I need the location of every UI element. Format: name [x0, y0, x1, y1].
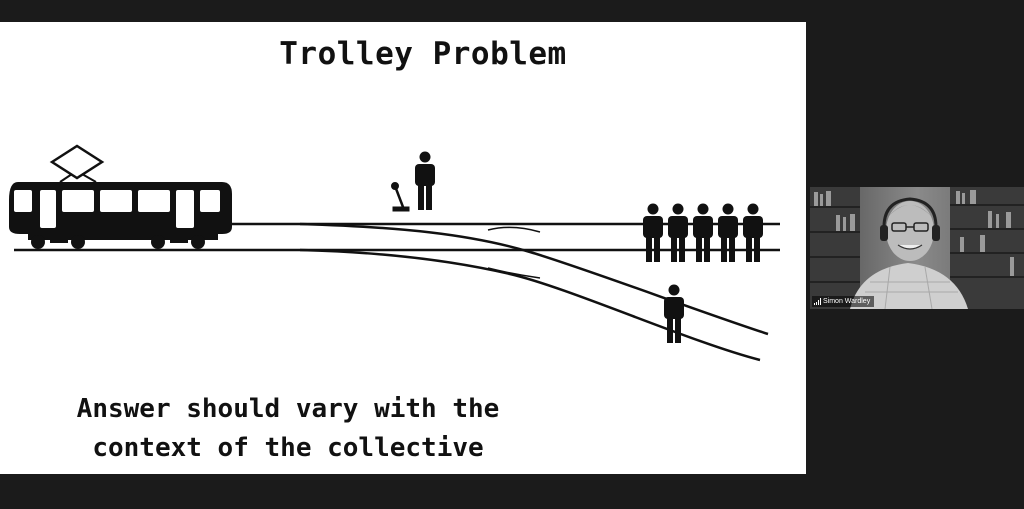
person-icon	[643, 203, 663, 262]
trolley-icon	[9, 144, 232, 249]
bystander-person-icon	[415, 151, 435, 210]
person-icon	[668, 203, 688, 262]
participant-video-feed	[810, 187, 1024, 309]
person-icon	[693, 203, 713, 262]
caption-line-2: context of the collective	[92, 433, 484, 463]
person-icon	[718, 203, 738, 262]
slide-title: Trolley Problem	[279, 36, 567, 72]
shared-slide: Trolley Problem	[0, 22, 806, 474]
trolley-illustration	[9, 144, 780, 362]
single-person-icon	[664, 284, 684, 343]
track-switch	[487, 226, 541, 279]
side-track	[299, 222, 769, 362]
five-people-group-icon	[643, 203, 763, 262]
person-icon	[743, 203, 763, 262]
lever-icon	[391, 182, 410, 212]
slide-caption: Answer should vary with the context of t…	[8, 390, 568, 468]
signal-bars-icon	[814, 298, 821, 305]
caption-line-1: Answer should vary with the	[76, 394, 500, 424]
participant-video-tile[interactable]: Simon Wardley	[810, 187, 1024, 309]
participant-name: Simon Wardley	[823, 298, 871, 305]
participant-name-tag: Simon Wardley	[812, 296, 875, 307]
